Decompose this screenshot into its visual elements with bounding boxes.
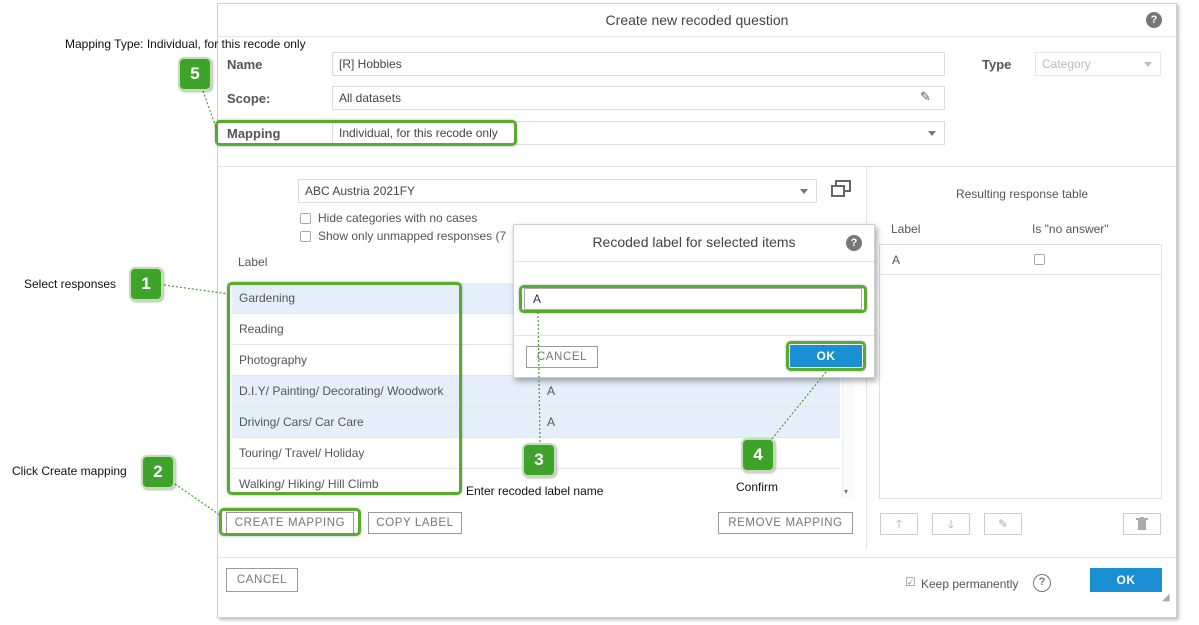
divider [218,166,1176,167]
result-row-label: A [892,253,901,267]
result-row[interactable] [879,244,1162,275]
create-mapping-highlight [219,508,361,536]
name-label: Name [227,57,263,72]
only-unmapped-label: Show only unmapped responses (7 [318,229,507,243]
row-label: Driving/ Cars/ Car Care [239,415,364,429]
mapping-highlight [215,120,517,146]
chevron-down-icon [928,131,936,136]
mapping-select[interactable]: Individual, for this recode only [332,121,945,145]
table-row[interactable]: Walking/ Hiking/ Hill Climb [232,469,840,498]
chevron-down-icon [1144,62,1152,67]
result-no-answer-header: Is "no answer" [1032,222,1109,236]
copy-label-button[interactable]: COPY LABEL [368,512,462,534]
callout-badge-4: 4 [741,438,775,472]
scrollbar[interactable] [842,282,853,498]
divider [218,557,1176,558]
keep-permanently-label: Keep permanently [921,577,1019,591]
dialog-title: Create new recoded question [217,3,1177,37]
remove-mapping-button[interactable]: REMOVE MAPPING [718,512,853,534]
callout-badge-5: 5 [178,57,212,91]
popup-ok-button[interactable]: OK [790,345,862,367]
help-icon[interactable]: ? [1146,12,1162,28]
edit-button[interactable]: ✎ [984,513,1022,535]
popup-title: Recoded label for selected items [592,234,796,250]
row-label: D.I.Y/ Painting/ Decorating/ Woodwork [239,384,444,398]
help-icon[interactable]: ? [1033,574,1051,592]
callout-text-4: Confirm [736,480,779,494]
callout-badge-3: 3 [522,443,556,477]
dataset-select[interactable]: ABC Austria 2021FY [298,179,817,203]
result-table-title: Resulting response table [955,187,1089,201]
move-up-button[interactable]: 🡑 [880,513,918,535]
result-table [879,244,1162,499]
chevron-down-icon [800,189,808,194]
callout-text-3: Enter recoded label name [466,484,604,498]
ok-button[interactable]: OK [1090,568,1162,592]
type-select[interactable]: Category [1035,52,1161,76]
scope-field[interactable]: All datasets [332,86,945,110]
resize-handle-icon[interactable]: ◢ [1162,592,1170,603]
name-input[interactable]: [R] Hobbies [332,52,945,76]
callout-text-2: Click Create mapping [12,464,127,478]
row-label: Gardening [239,291,296,305]
no-answer-checkbox[interactable] [1034,254,1045,265]
ok-highlight [786,341,866,371]
hide-empty-checkbox[interactable] [300,213,311,224]
popup-cancel-button[interactable]: CANCEL [526,346,598,368]
expand-window-icon[interactable] [831,180,852,199]
responses-highlight [227,282,462,495]
callout-badge-1: 1 [129,267,163,301]
hide-empty-label: Hide categories with no cases [318,211,478,225]
row-label: Photography [239,353,308,367]
type-label: Type [982,57,1012,72]
divider [514,261,874,262]
scope-label: Scope: [227,91,271,106]
row-value: A [547,415,556,429]
row-label: Reading [239,322,284,336]
result-label-header: Label [891,222,921,236]
row-label: Walking/ Hiking/ Hill Climb [239,477,379,491]
row-label: Touring/ Travel/ Holiday [239,446,365,460]
callout-text-5: Mapping Type: Individual, for this recod… [65,37,306,51]
table-row[interactable]: D.I.Y/ Painting/ Decorating/ Woodwork A [232,376,840,407]
table-row[interactable]: Driving/ Cars/ Car Care A [232,407,840,438]
recoded-label-input[interactable]: A [524,288,862,310]
input-highlight [519,285,867,313]
label-column-header: Label [238,255,268,269]
cancel-button[interactable]: CANCEL [226,568,298,592]
row-value: A [547,384,556,398]
check-icon[interactable]: ☑ [905,575,916,589]
create-mapping-button[interactable]: CREATE MAPPING [226,512,354,534]
callout-text-1: Select responses [24,277,117,291]
callout-badge-2: 2 [141,455,175,489]
mapping-label: Mapping [227,126,281,141]
move-down-button[interactable]: 🡓 [932,513,970,535]
scroll-down-icon[interactable]: ▾ [844,487,849,496]
help-icon[interactable]: ? [846,235,862,251]
pencil-icon[interactable]: ✎ [920,89,931,104]
divider [514,335,874,336]
only-unmapped-checkbox[interactable] [300,231,311,242]
delete-button[interactable] [1123,513,1161,535]
